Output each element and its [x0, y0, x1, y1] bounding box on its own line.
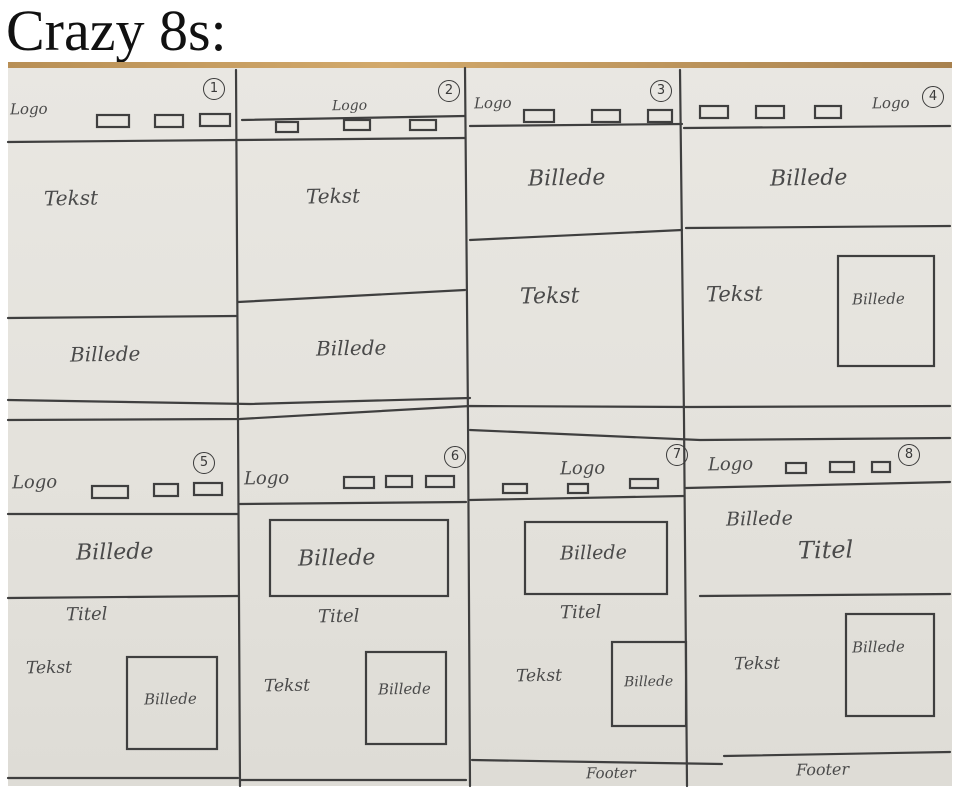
divider-v2	[463, 66, 472, 788]
image-label: Billede	[143, 689, 197, 709]
divider-row-a	[6, 396, 472, 406]
image-label: Billede	[297, 545, 376, 572]
text-label: Tekst	[263, 675, 311, 697]
heading-label: Titel	[797, 535, 854, 565]
logo-label: Logo	[331, 97, 368, 115]
table-edge	[8, 62, 952, 68]
panel-number: 3	[650, 80, 672, 102]
logo-label: Logo	[9, 99, 48, 119]
panel-number: 4	[922, 86, 944, 108]
heading-label: Titel	[65, 603, 108, 626]
heading-label: Titel	[317, 605, 360, 628]
panel-number: 7	[666, 444, 688, 466]
panel-number: 1	[203, 78, 225, 100]
text-label: Tekst	[733, 653, 781, 675]
footer-label: Footer	[795, 759, 850, 780]
logo-label: Logo	[707, 453, 754, 476]
image-label: Billede	[69, 341, 141, 367]
footer-label: Footer	[585, 763, 636, 783]
image-label: Billede	[527, 165, 606, 192]
image-label: Billede	[75, 539, 154, 566]
panel-number: 8	[898, 444, 920, 466]
logo-label: Logo	[871, 93, 910, 113]
sketch-paper-photo	[8, 62, 952, 786]
divider-v1	[234, 68, 242, 788]
panel-number: 5	[193, 452, 215, 474]
image-label: Billede	[377, 679, 431, 699]
image-label: Billede	[315, 335, 387, 361]
text-label: Tekst	[705, 281, 763, 307]
logo-label: Logo	[473, 93, 512, 113]
image-label: Billede	[725, 507, 794, 531]
text-label: Tekst	[43, 185, 99, 211]
logo-label: Logo	[11, 471, 58, 494]
image-label: Billede	[851, 637, 905, 657]
page-title: Crazy 8s:	[6, 0, 227, 63]
panel-number: 2	[438, 80, 460, 102]
image-label: Billede	[851, 289, 905, 309]
image-label: Billede	[559, 541, 628, 565]
logo-label: Logo	[243, 467, 290, 490]
text-label: Tekst	[305, 183, 361, 209]
panel-number: 6	[444, 446, 466, 468]
text-label: Tekst	[515, 665, 563, 687]
divider-row-b	[6, 404, 952, 422]
logo-label: Logo	[559, 457, 606, 480]
divider-row-c	[468, 428, 952, 442]
heading-label: Titel	[559, 601, 602, 624]
text-label: Tekst	[519, 283, 580, 310]
image-label: Billede	[623, 673, 674, 691]
image-label: Billede	[769, 165, 848, 192]
text-label: Tekst	[25, 657, 73, 679]
